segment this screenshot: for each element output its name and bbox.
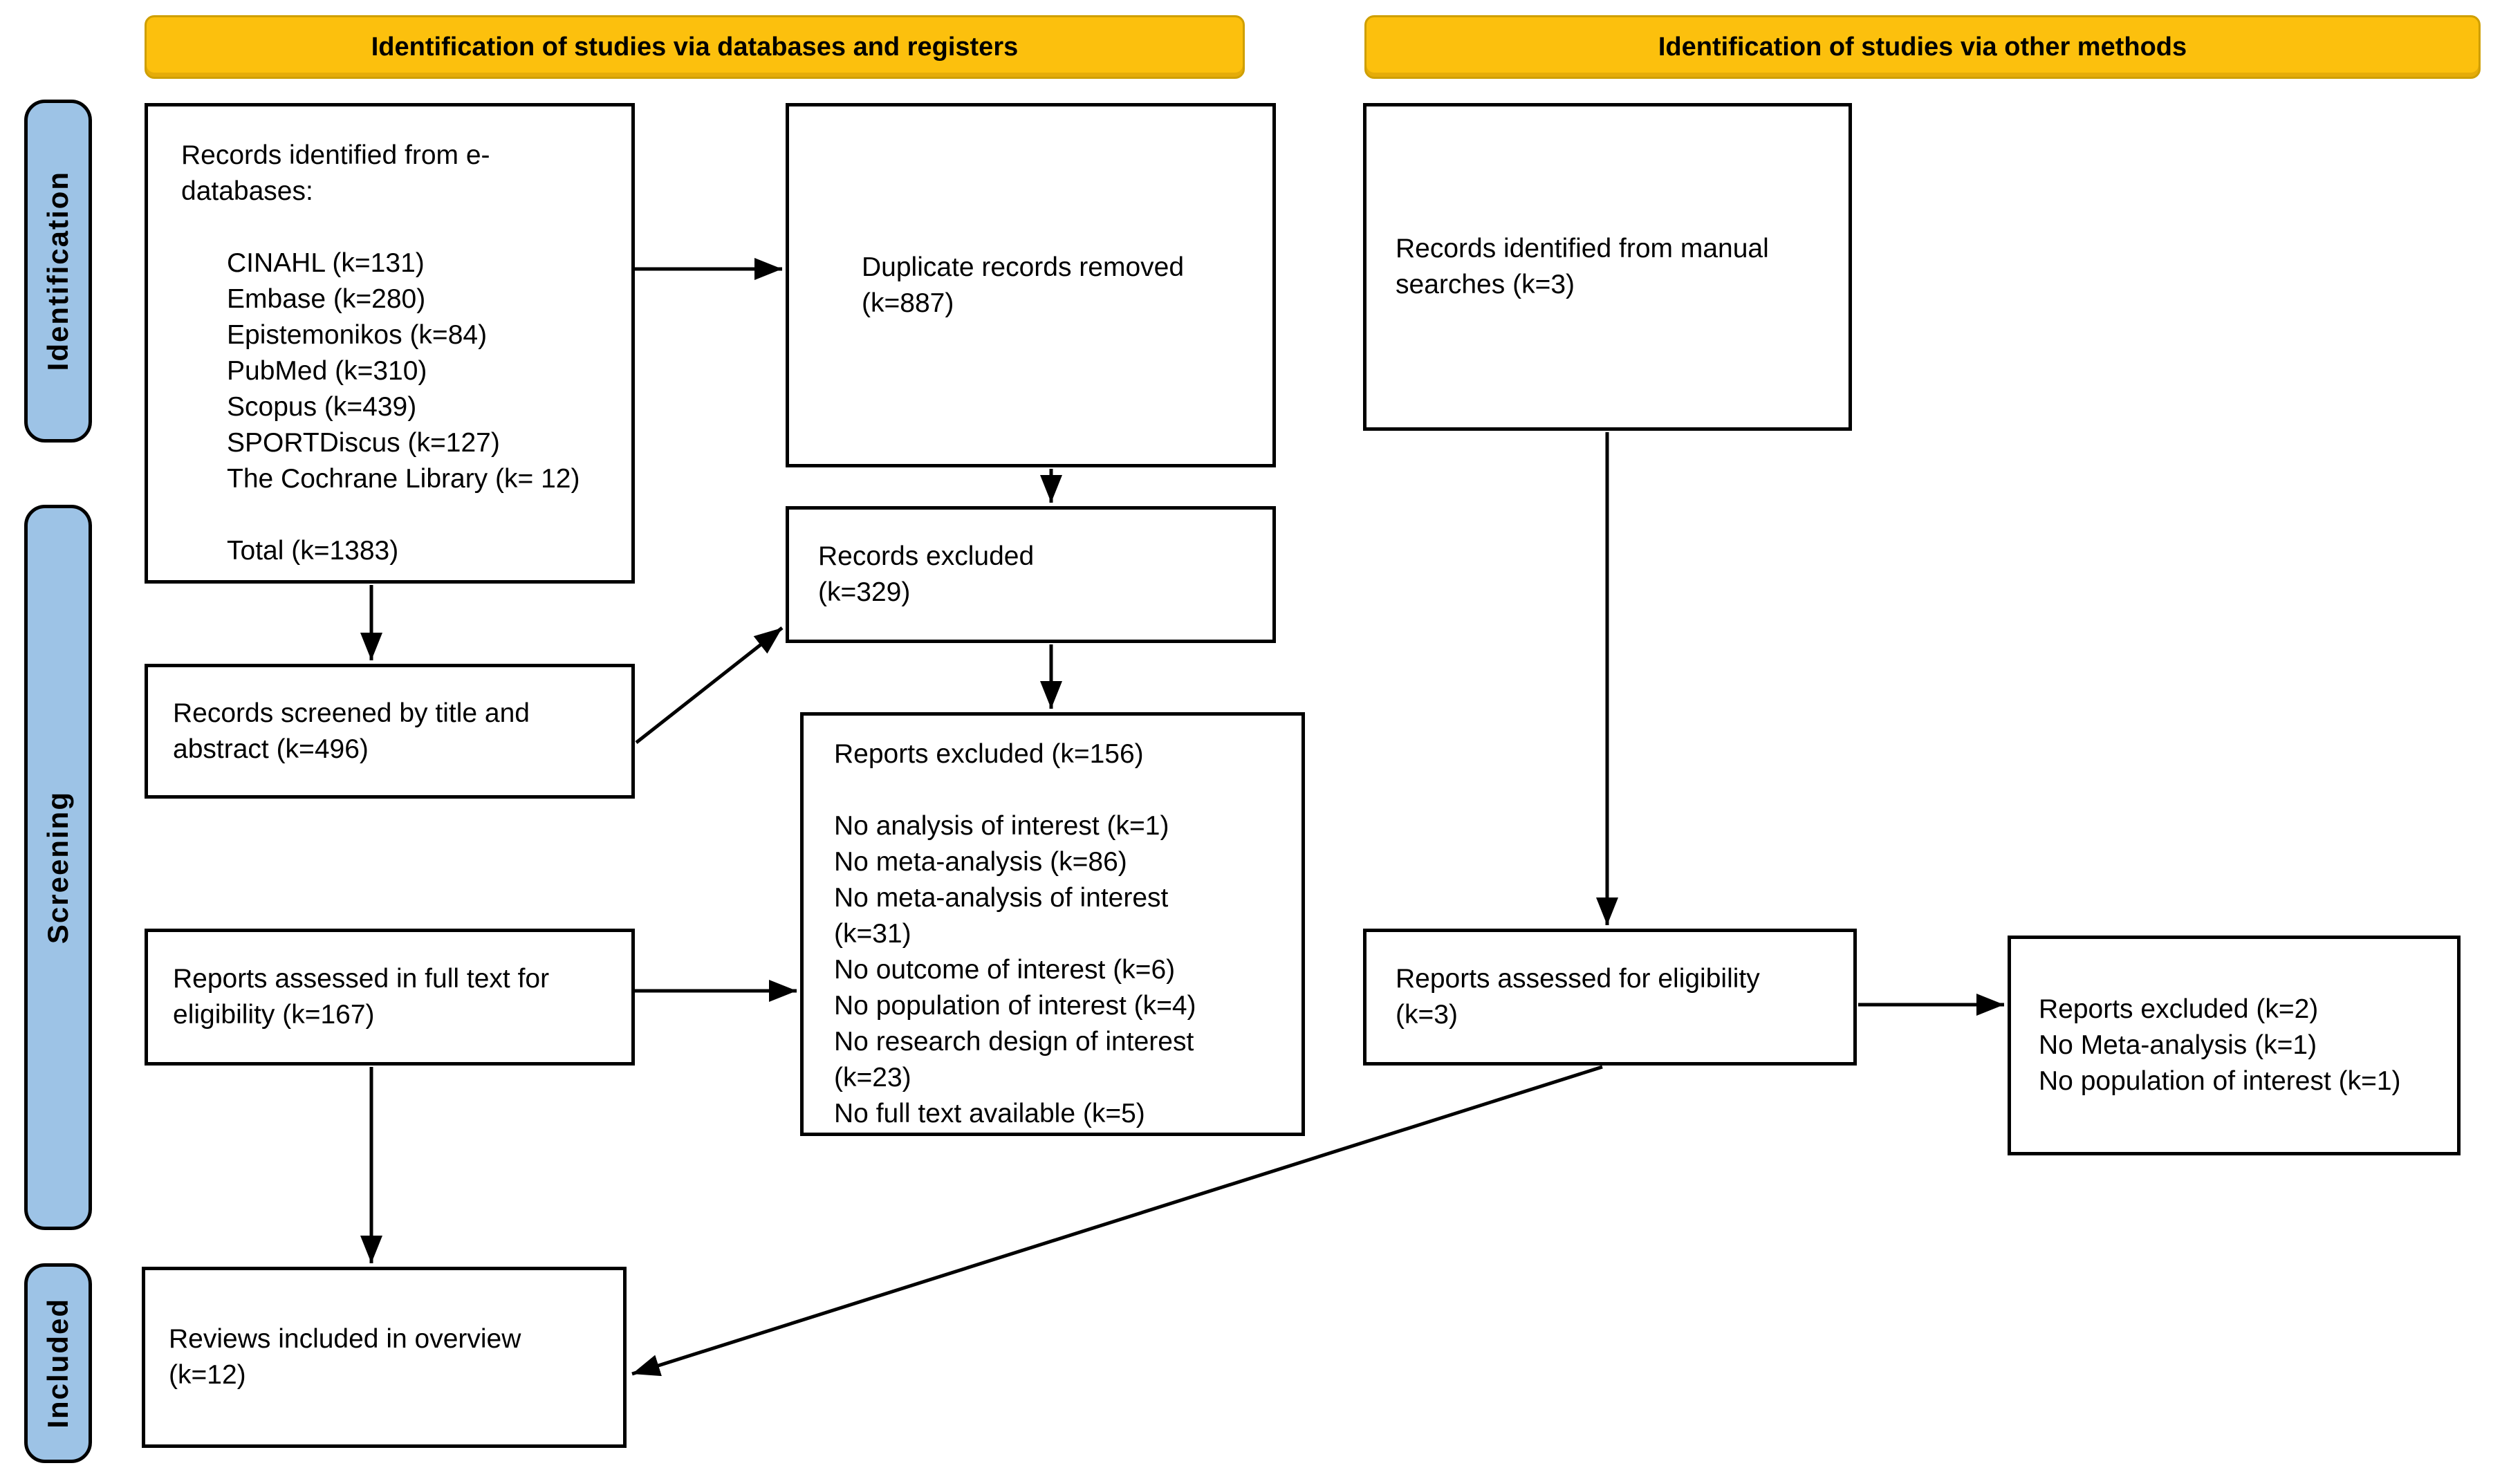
box-duplicate-records-removed: Duplicate records removed (k=887) [786, 103, 1276, 467]
reports-assessed-fulltext-text: Reports assessed in full text for eligib… [173, 964, 550, 1030]
box-reports-assessed-fulltext: Reports assessed in full text for eligib… [145, 929, 635, 1066]
box-reports-excluded-fulltext: Reports excluded (k=156) No analysis of … [800, 712, 1305, 1136]
reviews-included-text: Reviews included in overview (k=12) [169, 1324, 521, 1390]
box-reports-assessed-eligibility: Reports assessed for eligibility (k=3) [1363, 929, 1857, 1066]
box-reports-excluded-other-methods: Reports excluded (k=2) No Meta-analysis … [2008, 936, 2461, 1155]
box-records-excluded: Records excluded (k=329) [786, 506, 1276, 643]
duplicate-records-removed-text: Duplicate records removed (k=887) [862, 252, 1185, 318]
reports-excluded-fulltext-heading: Reports excluded (k=156) [834, 739, 1144, 769]
banner-other-methods-label: Identification of studies via other meth… [1658, 32, 2187, 62]
stage-identification: Identification [24, 100, 92, 443]
records-excluded-text: Records excluded (k=329) [818, 541, 1035, 607]
box-records-identified: Records identified from e-databases: CIN… [145, 103, 635, 584]
box-records-manual-searches: Records identified from manual searches … [1363, 103, 1852, 431]
records-identified-heading: Records identified from e-databases: [181, 140, 490, 206]
records-manual-searches-text: Records identified from manual searches … [1396, 234, 1769, 299]
arrow-assessed-other-to-reviews-included [631, 1065, 1603, 1377]
banner-databases-label: Identification of studies via databases … [371, 32, 1019, 62]
stage-included: Included [24, 1263, 92, 1463]
box-reviews-included: Reviews included in overview (k=12) [142, 1267, 627, 1448]
stage-screening-label: Screening [41, 790, 74, 945]
arrow-screened-to-records-excluded [635, 626, 784, 744]
reports-assessed-eligibility-text: Reports assessed for eligibility (k=3) [1396, 964, 1760, 1030]
records-screened-text: Records screened by title and abstract (… [173, 698, 530, 764]
records-identified-total: Total (k=1383) [227, 536, 399, 566]
stage-screening: Screening [24, 505, 92, 1230]
records-identified-database-list: CINAHL (k=131) Embase (k=280) Epistemoni… [227, 248, 580, 494]
banner-other-methods: Identification of studies via other meth… [1364, 15, 2481, 79]
stage-identification-label: Identification [41, 171, 74, 371]
reports-excluded-fulltext-reasons: No analysis of interest (k=1) No meta-an… [834, 811, 1196, 1128]
banner-databases-registers: Identification of studies via databases … [145, 15, 1245, 79]
stage-included-label: Included [41, 1298, 74, 1429]
reports-excluded-other-methods-text: Reports excluded (k=2) No Meta-analysis … [2039, 994, 2401, 1096]
box-records-screened: Records screened by title and abstract (… [145, 664, 635, 799]
